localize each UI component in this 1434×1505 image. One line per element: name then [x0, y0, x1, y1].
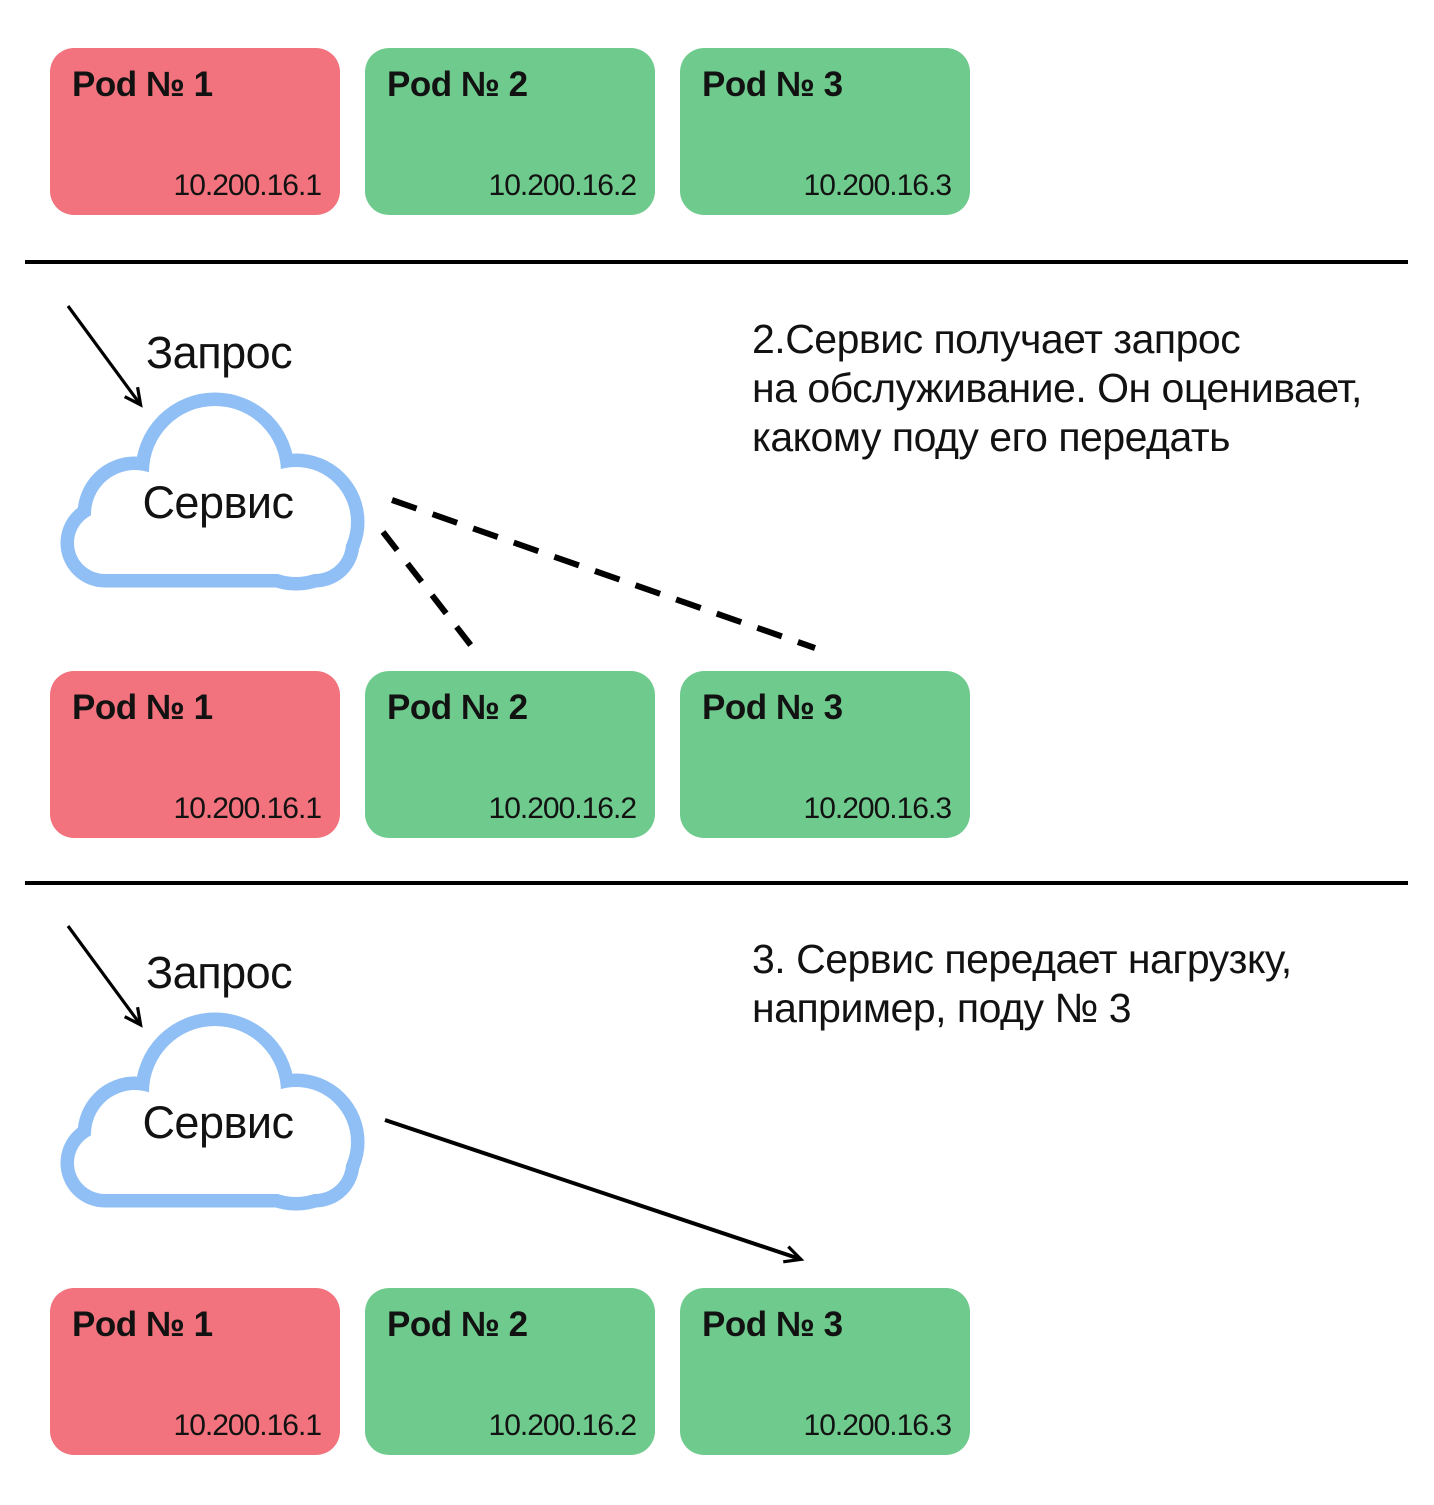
pod-ip: 10.200.16.3: [803, 1409, 952, 1442]
pod-title: Pod № 3: [702, 65, 843, 104]
pod-ip: 10.200.16.1: [173, 1409, 322, 1442]
pod-row-3: Pod № 1 10.200.16.1 Pod № 2 10.200.16.2 …: [50, 1288, 970, 1455]
pod-ip: 10.200.16.3: [803, 169, 952, 202]
pod-title: Pod № 1: [72, 688, 213, 727]
pod-title: Pod № 1: [72, 1305, 213, 1344]
pod-title: Pod № 2: [387, 1305, 528, 1344]
dispatch-arrow-to-pod3-icon: [384, 1118, 805, 1264]
service-cloud-icon-step2: [60, 392, 365, 591]
pod-ip: 10.200.16.3: [803, 792, 952, 825]
caption-step3: 3. Сервис передает нагрузку, например, п…: [752, 936, 1292, 1031]
section-divider-2: [25, 881, 1408, 885]
pod-card-2: Pod № 2 10.200.16.2: [365, 671, 655, 838]
pod-ip: 10.200.16.2: [488, 169, 637, 202]
dashed-link-to-pod2-icon: [380, 530, 476, 650]
pod-title: Pod № 3: [702, 1305, 843, 1344]
pod-ip: 10.200.16.2: [488, 1409, 637, 1442]
pod-ip: 10.200.16.1: [173, 169, 322, 202]
pod-card-2: Pod № 2 10.200.16.2: [365, 1288, 655, 1455]
pod-title: Pod № 2: [387, 65, 528, 104]
pod-card-1: Pod № 1 10.200.16.1: [50, 48, 340, 215]
request-arrow-icon-step3: [66, 925, 143, 1028]
request-label-step3: Запрос: [146, 947, 293, 998]
section-divider-1: [25, 260, 1408, 264]
pod-title: Pod № 2: [387, 688, 528, 727]
pod-card-3: Pod № 3 10.200.16.3: [680, 671, 970, 838]
request-label-step2: Запрос: [146, 327, 293, 378]
pod-ip: 10.200.16.2: [488, 792, 637, 825]
pod-title: Pod № 3: [702, 688, 843, 727]
service-cloud-label-step2: Сервис: [142, 477, 294, 528]
pod-title: Pod № 1: [72, 65, 213, 104]
caption-step2: 2.Сервис получает запрос на обслуживание…: [752, 316, 1362, 460]
pod-card-1: Pod № 1 10.200.16.1: [50, 671, 340, 838]
pod-row-1: Pod № 1 10.200.16.1 Pod № 2 10.200.16.2 …: [50, 48, 970, 215]
request-arrow-icon-step2: [66, 305, 143, 408]
service-cloud-label-step3: Сервис: [142, 1097, 294, 1148]
pod-card-3: Pod № 3 10.200.16.3: [680, 48, 970, 215]
pod-card-2: Pod № 2 10.200.16.2: [365, 48, 655, 215]
pod-card-3: Pod № 3 10.200.16.3: [680, 1288, 970, 1455]
pod-card-1: Pod № 1 10.200.16.1: [50, 1288, 340, 1455]
pod-row-2: Pod № 1 10.200.16.1 Pod № 2 10.200.16.2 …: [50, 671, 970, 838]
pod-ip: 10.200.16.1: [173, 792, 322, 825]
service-cloud-icon-step3: [60, 1012, 365, 1211]
dashed-link-to-pod3-icon: [391, 497, 816, 651]
